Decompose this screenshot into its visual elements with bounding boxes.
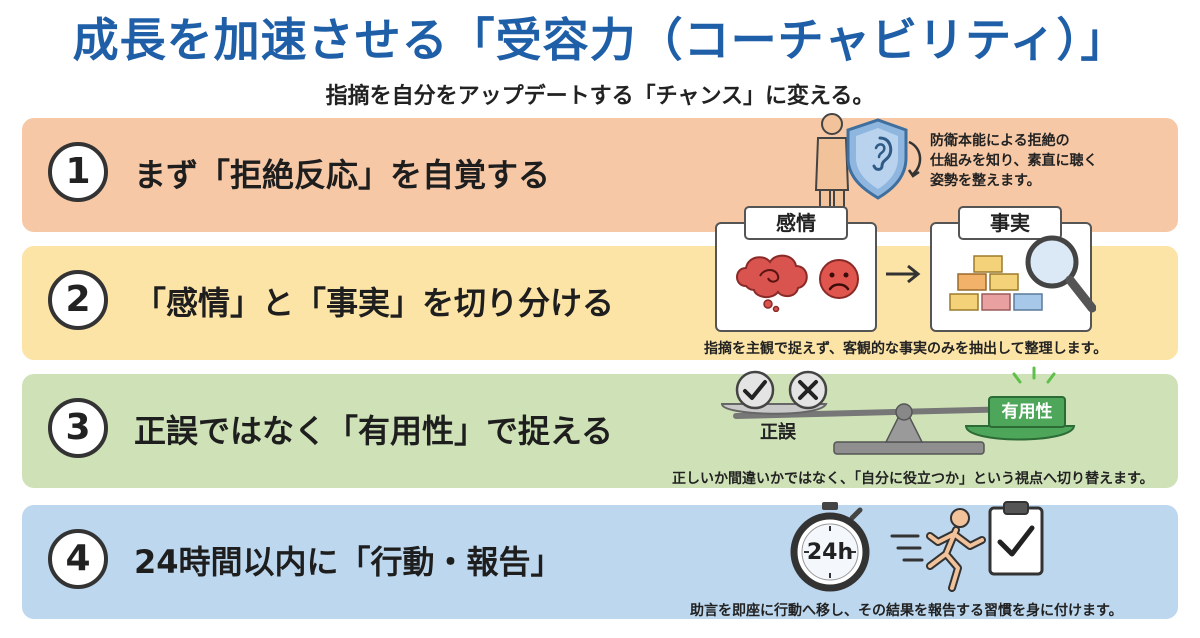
- scale-left-label: 正誤: [760, 422, 796, 443]
- step-3-number: 3: [48, 398, 108, 458]
- scale-right-label: 有用性: [988, 396, 1066, 428]
- step-1-caption-line-2: 仕組みを知り、素直に聴く: [930, 153, 1098, 169]
- fact-box-label: 事実: [958, 206, 1062, 240]
- step-4-caption: 助言を即座に行動へ移し、その結果を報告する習慣を身に付けます。: [690, 603, 1123, 619]
- ear-icon: [872, 136, 893, 171]
- step-3-band: 3 正誤ではなく「有用性」で捉える: [22, 374, 1178, 488]
- step-2-title: 「感情」と「事実」を切り分ける: [134, 284, 615, 322]
- stopwatch-icon: [790, 502, 870, 592]
- step-1-caption-line-1: 防衛本能による拒絶の: [930, 133, 1070, 149]
- emotion-box-label: 感情: [744, 206, 848, 240]
- clipboard-check-icon: [988, 501, 1044, 576]
- brain-cloud-icon: [736, 254, 808, 312]
- magnifier-icon: [1025, 235, 1096, 313]
- step-2-number: 2: [48, 270, 108, 330]
- cross-icon: [788, 370, 828, 410]
- step-1-band: 1 まず「拒絶反応」を自覚する: [22, 118, 1178, 232]
- timer-label: 24h: [806, 540, 854, 565]
- page-subtitle: 指摘を自分をアップデートする「チャンス」に変える。: [325, 84, 875, 109]
- step-4-number: 4: [48, 529, 108, 589]
- step-3-title: 正誤ではなく「有用性」で捉える: [134, 412, 614, 450]
- person-with-shield-icon: [814, 113, 908, 227]
- arrow-right-icon: [886, 264, 921, 284]
- step-4-title: 24時間以内に「行動・報告」: [134, 543, 563, 581]
- curved-arrow-icon: [907, 140, 922, 178]
- step-2-caption: 指摘を主観で捉えず、客観的な事実のみを抽出して整理します。: [704, 341, 1108, 357]
- check-icon: [735, 370, 775, 410]
- step-4-band: 4 24時間以内に「行動・報告」: [22, 505, 1178, 619]
- sad-face-icon: [819, 259, 859, 299]
- step-3-caption: 正しいか間違いかではなく、「自分に役立つか」という視点へ切り替えます。: [672, 471, 1154, 487]
- running-person-icon: [890, 508, 986, 592]
- step-1-number: 1: [48, 142, 108, 202]
- step-1-title: まず「拒絶反応」を自覚する: [134, 156, 551, 194]
- blocks-icon: [949, 255, 1043, 311]
- step-1-caption-line-3: 姿勢を整えます。: [930, 173, 1041, 189]
- page-title: 成長を加速させる「受容力（コーチャビリティ）」: [72, 13, 1128, 67]
